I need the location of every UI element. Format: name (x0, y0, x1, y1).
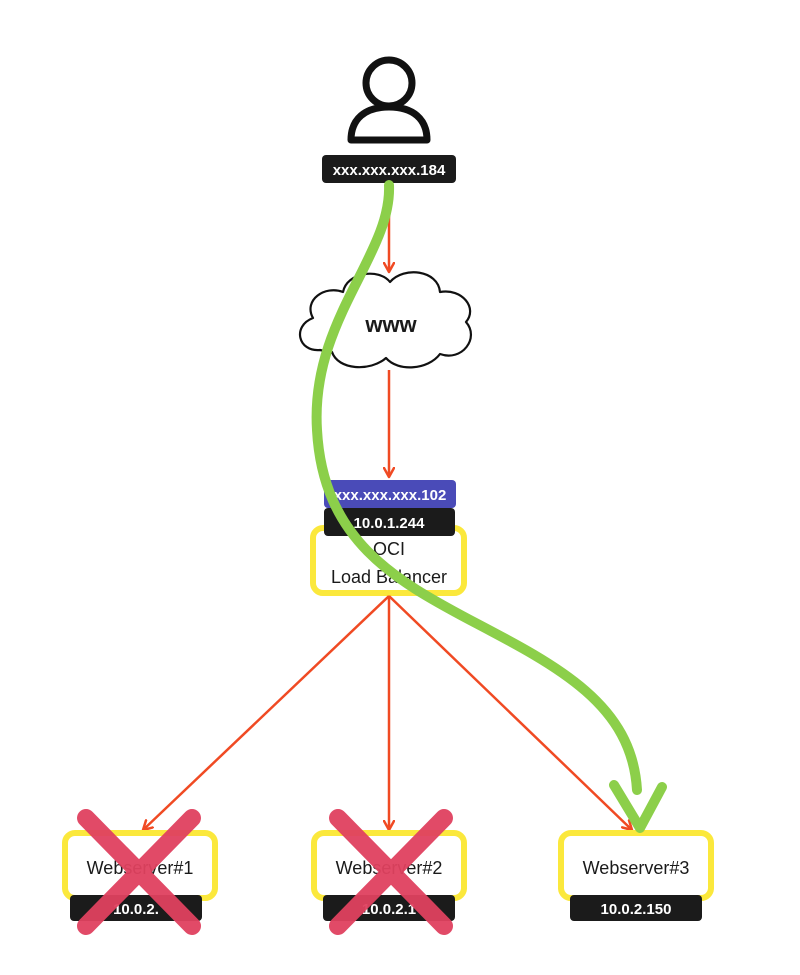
active-route (311, 180, 667, 833)
load-balancer-node: xxx.xxx.xxx.102 10.0.1.244 OCI Load Bala… (310, 480, 467, 596)
user-icon (347, 56, 431, 144)
ws2-ip-label: 10.0.2.1 (362, 901, 416, 918)
ws3-ip-pill (570, 895, 702, 921)
distribution-arrows (143, 595, 632, 830)
ws1-ip-label: 10.0.2. (113, 901, 159, 918)
lb-private-ip-label: 10.0.1.244 (354, 515, 426, 532)
ws2-failed-cross (329, 809, 453, 935)
lb-private-ip-pill (324, 508, 455, 536)
route-path (311, 180, 642, 795)
route-arrowhead (609, 780, 667, 833)
user-node: xxx.xxx.xxx.184 (322, 56, 456, 183)
ws3-ip-label: 10.0.2.150 (601, 901, 672, 918)
arrow-lb-to-ws3 (388, 595, 632, 830)
ws3-name: Webserver#3 (583, 858, 690, 878)
lb-title-line2: Load Balancer (331, 567, 447, 587)
internet-cloud: www (298, 271, 472, 369)
arrow-lb-to-ws1 (143, 595, 390, 830)
webserver-3-node: Webserver#3 10.0.2.150 (558, 830, 714, 921)
cloud-label: www (364, 312, 417, 337)
cloud-icon (298, 271, 472, 369)
lb-public-ip-label: xxx.xxx.xxx.102 (334, 487, 447, 504)
user-ip-label: xxx.xxx.xxx.184 (333, 162, 446, 179)
user-ip-pill (322, 155, 456, 183)
lb-public-ip-pill (324, 480, 456, 508)
ws1-failed-cross (77, 809, 201, 935)
lb-title-line1: OCI (373, 539, 405, 559)
